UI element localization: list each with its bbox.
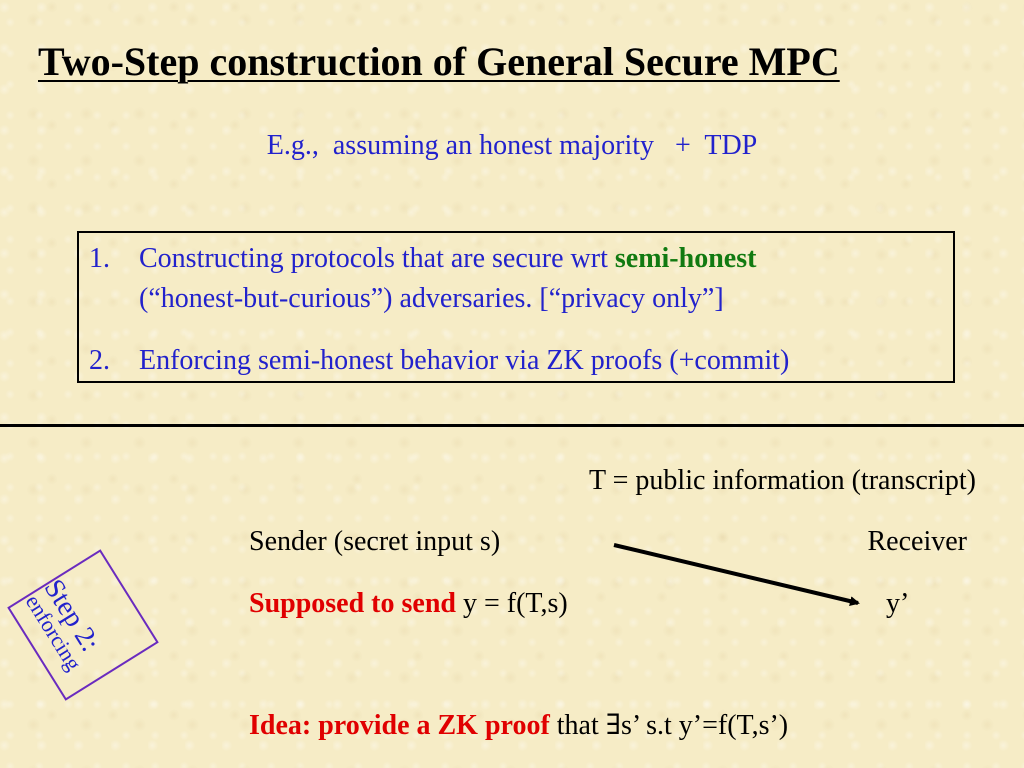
steps-box: 1. Constructing protocols that are secur… bbox=[77, 231, 955, 383]
y-prime-label: y’ bbox=[886, 588, 910, 619]
semi-honest-emphasis: semi-honest bbox=[614, 243, 757, 274]
step-text-1-pre: Constructing protocols that are secure w… bbox=[139, 243, 615, 274]
send-arrow bbox=[613, 543, 860, 607]
step-text-2: Enforcing semi-honest behavior via ZK pr… bbox=[139, 345, 790, 376]
idea-label: Idea: provide a ZK proof bbox=[249, 710, 550, 741]
supposed-to-send-label: Supposed to send bbox=[249, 588, 456, 619]
transcript-line: T = public information (transcript) bbox=[589, 465, 976, 496]
step-text-1: Constructing protocols that are secure w… bbox=[139, 239, 756, 279]
slide-title: Two-Step construction of General Secure … bbox=[38, 39, 840, 84]
step-text-1-line2: (“honest-but-curious”) adversaries. [“pr… bbox=[139, 283, 724, 314]
section-divider bbox=[0, 424, 1024, 427]
sender-label: Sender (secret input s) bbox=[249, 526, 501, 557]
step-2-badge: Step 2: enforcing bbox=[7, 549, 159, 701]
idea-value: that ∃s’ s.t y’=f(T,s’) bbox=[549, 710, 789, 741]
idea-line: Idea: provide a ZK proof that ∃s’ s.t y’… bbox=[249, 708, 788, 744]
supposed-to-send-line: Supposed to send y = f(T,s) bbox=[249, 586, 568, 622]
step-number-1: 1. bbox=[89, 243, 110, 274]
slide-subtitle: E.g., assuming an honest majority + TDP bbox=[266, 130, 758, 161]
supposed-to-send-value: y = f(T,s) bbox=[455, 588, 568, 619]
receiver-label: Receiver bbox=[867, 526, 968, 557]
step-number-2: 2. bbox=[89, 345, 110, 376]
